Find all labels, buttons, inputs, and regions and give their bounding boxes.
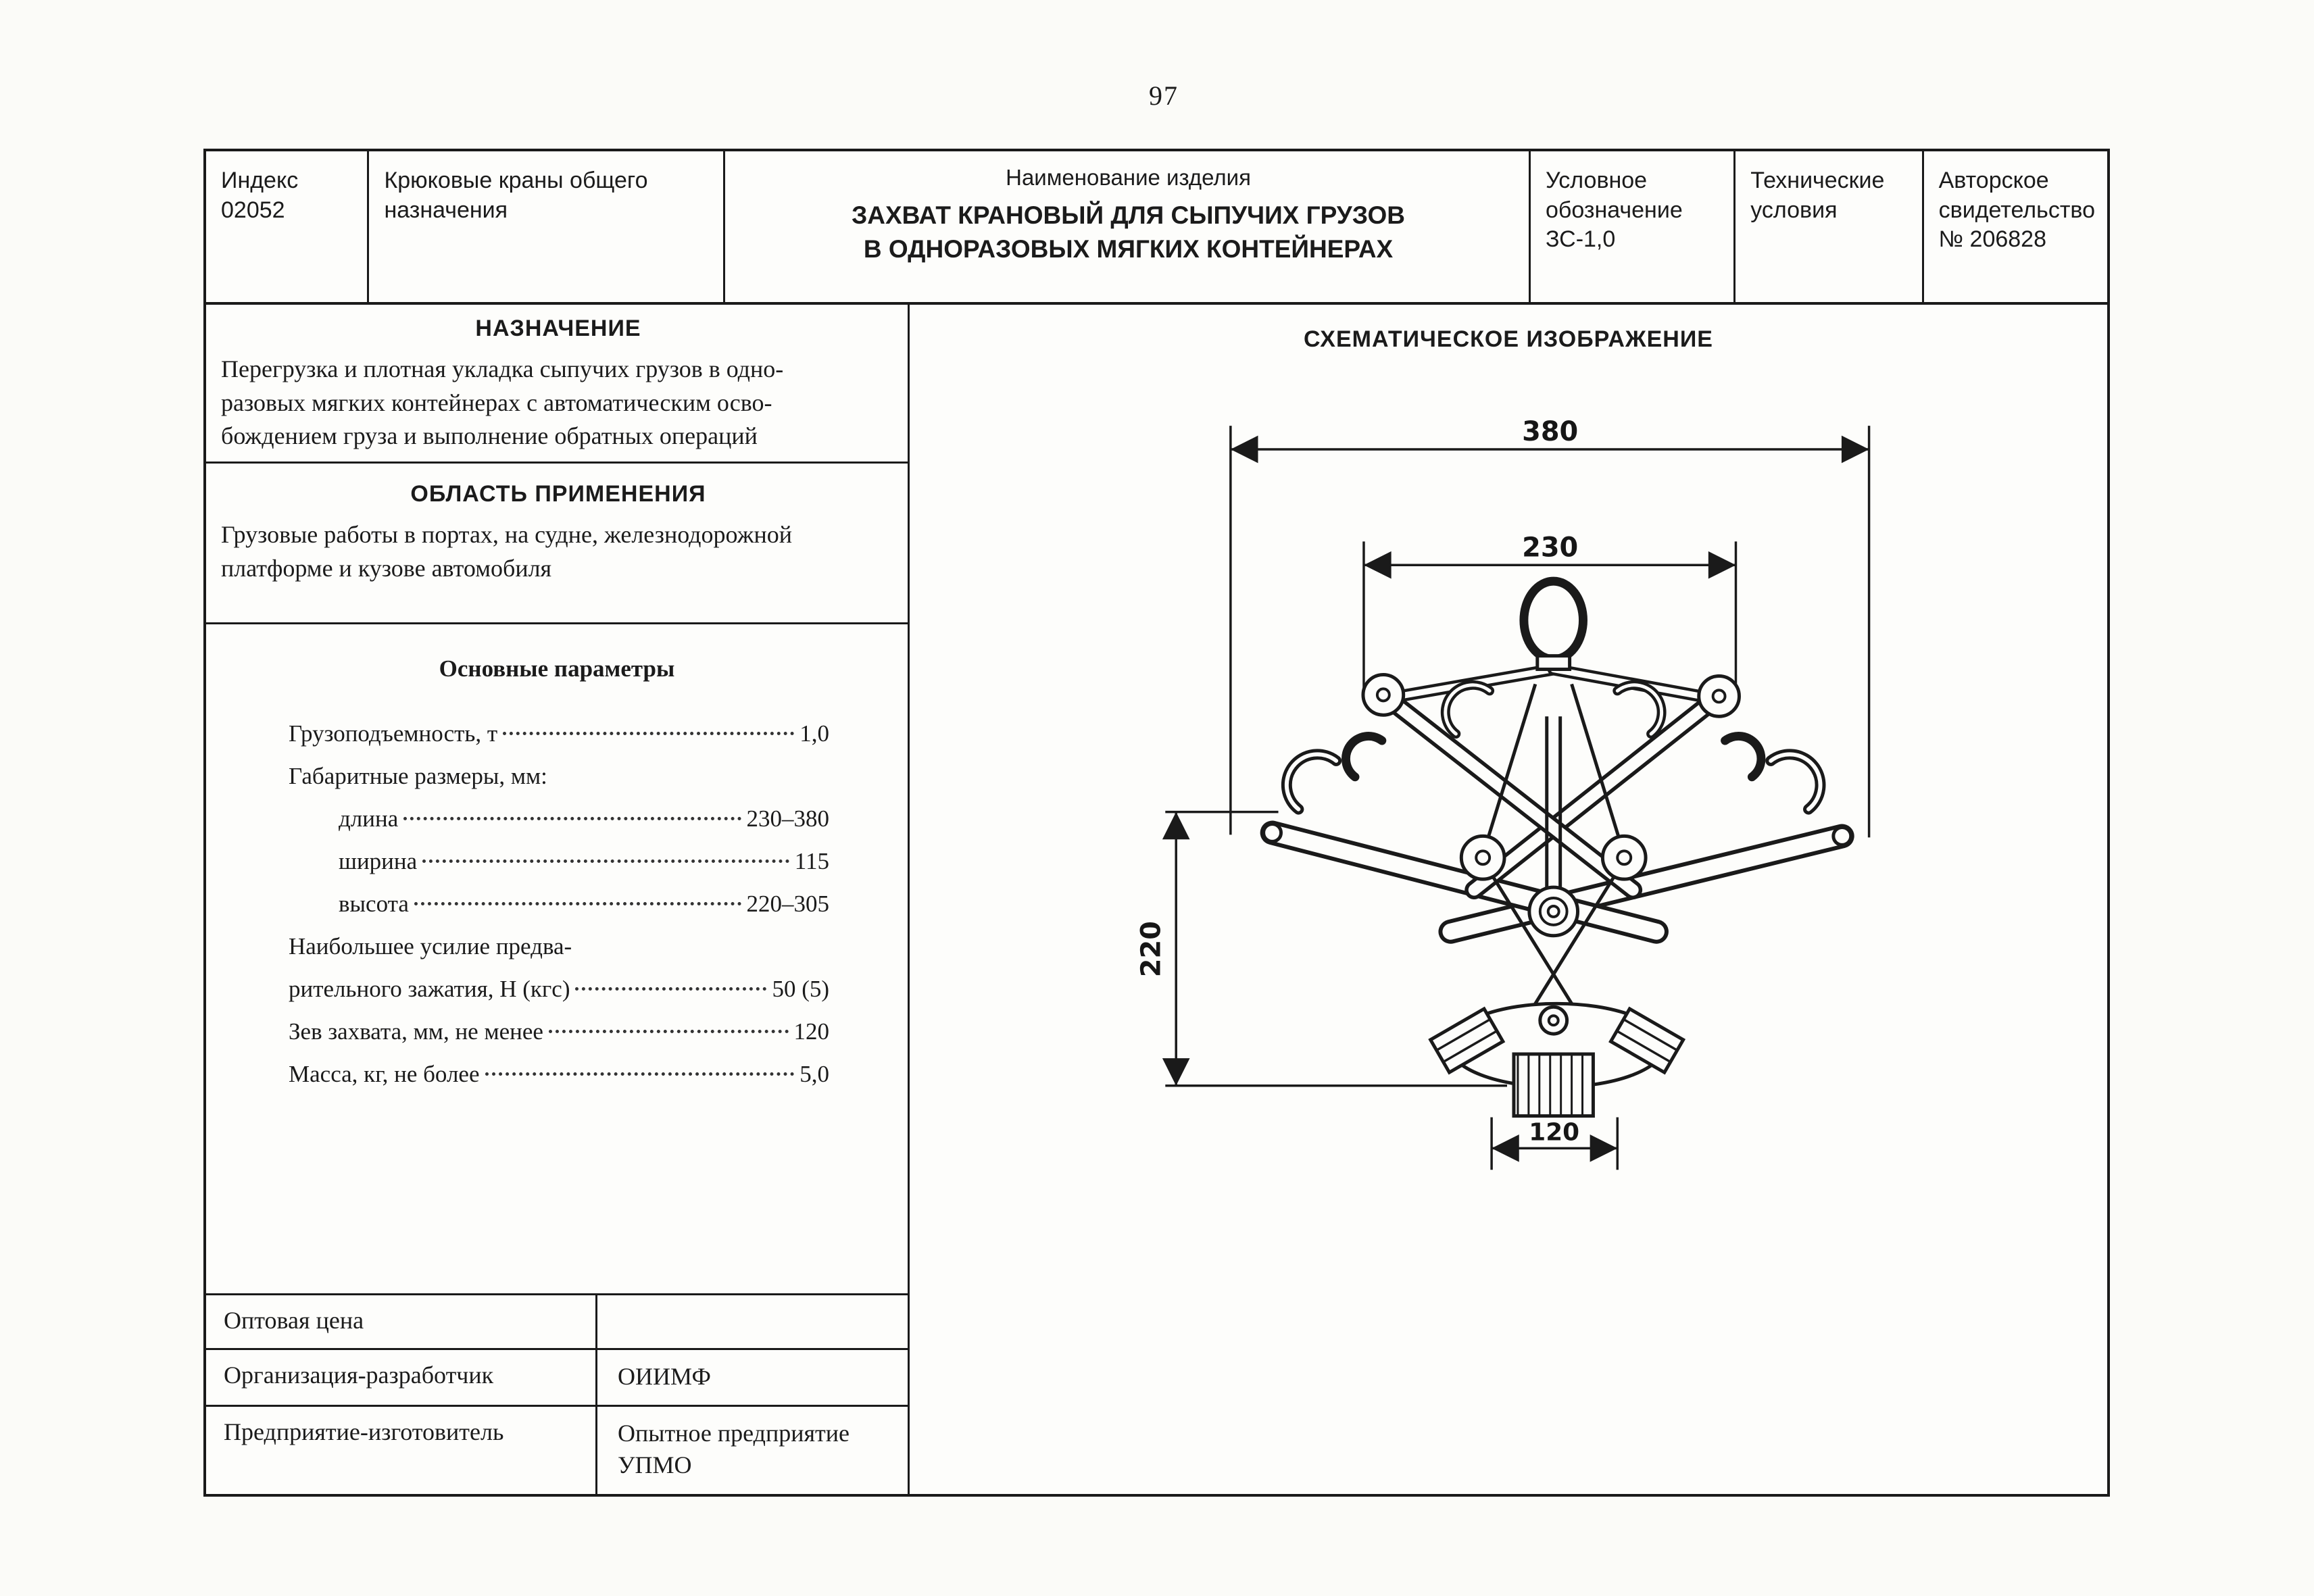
header-designation-cell: Условное обозначение ЗС-1,0 [1531, 151, 1736, 302]
parameter-row: Зев захвата, мм, не менее 120 [289, 1018, 829, 1045]
sheet-body: НАЗНАЧЕНИЕ Перегрузка и плотная укладка … [206, 305, 2107, 1494]
product-name: ЗАХВАТ КРАНОВЫЙ ДЛЯ СЫПУЧИХ ГРУЗОВ В ОДН… [852, 201, 1406, 264]
product-name-label: Наименование изделия [1006, 165, 1251, 190]
parameter-row: Габаритные размеры, мм: [289, 763, 547, 789]
dot-leader [575, 987, 767, 991]
schematic-panel: СХЕМАТИЧЕСКОЕ ИЗОБРАЖЕНИЕ [910, 305, 2107, 1494]
designation-value: ЗС-1,0 [1545, 226, 1616, 253]
schematic-title: СХЕМАТИЧЕСКОЕ ИЗОБРАЖЕНИЕ [1304, 326, 1713, 352]
dot-leader [422, 859, 789, 863]
certificate-label: Авторское свидетельство [1938, 168, 2095, 223]
dot-leader [485, 1072, 795, 1076]
dim-jaw-width: 120 [1529, 1118, 1579, 1146]
parameter-row: Масса, кг, не более 5,0 [289, 1061, 829, 1087]
header-tech-conditions-cell: Технические условия [1736, 151, 1924, 302]
header-product-cell: Наименование изделия ЗАХВАТ КРАНОВЫЙ ДЛЯ… [725, 151, 1531, 302]
header-index-cell: Индекс 02052 [206, 151, 370, 302]
index-value: 02052 [221, 197, 285, 223]
parameter-row: высота 220–305 [339, 891, 829, 917]
ring-links [1385, 663, 1722, 705]
parameter-row: Грузоподъемность, т 1,0 [289, 720, 829, 747]
dimension-labels: 380 230 220 120 [1135, 416, 1579, 1146]
purpose-title: НАЗНАЧЕНИЕ [475, 316, 641, 341]
inner-linkage [1481, 683, 1626, 1051]
designation-label: Условное обозначение [1545, 168, 1683, 223]
wholesale-price-value [597, 1295, 908, 1348]
developer-label: Организация-разработчик [206, 1350, 597, 1405]
dot-leader [548, 1030, 789, 1033]
parameters-list: Грузоподъемность, т 1,0 Габаритные разме… [289, 720, 829, 1103]
application-title: ОБЛАСТЬ ПРИМЕНЕНИЯ [410, 481, 706, 507]
gripper-pad [1512, 1052, 1595, 1118]
application-section: ОБЛАСТЬ ПРИМЕНЕНИЯ Грузовые работы в пор… [206, 464, 908, 624]
dim-overall-width: 380 [1522, 416, 1578, 447]
grab-upper-arms [1373, 685, 1729, 899]
certificate-value: № 206828 [1938, 226, 2046, 253]
dimension-lines [1162, 426, 1871, 1170]
purpose-section: НАЗНАЧЕНИЕ Перегрузка и плотная укладка … [206, 305, 908, 464]
developer-value: ОИИМФ [618, 1363, 711, 1390]
spec-sheet: Индекс 02052 Крюковые краны общего назна… [203, 149, 2110, 1497]
lifting-ring [1519, 576, 1587, 672]
parameters-section: Основные параметры Грузоподъемность, т 1… [206, 624, 908, 1293]
dot-leader [403, 817, 741, 820]
application-text: Грузовые работы в портах, на судне, желе… [221, 521, 792, 582]
schematic-drawing: 380 230 220 120 [1135, 416, 1871, 1170]
hook-claws [1281, 680, 1826, 815]
left-column: НАЗНАЧЕНИЕ Перегрузка и плотная укладка … [206, 305, 910, 1494]
dim-inner-width: 230 [1522, 532, 1578, 563]
parameter-row: Наибольшее усилие предва- [289, 933, 572, 959]
parameters-title: Основные параметры [439, 655, 675, 682]
table-row: Предприятие-изготовитель Опытное предпри… [206, 1405, 908, 1494]
manufacturer-value: Опытное предприятие УПМО [618, 1420, 850, 1478]
table-row: Оптовая цена [206, 1293, 908, 1348]
bolt-block-left [1428, 1006, 1506, 1075]
clamp-assembly [1428, 1001, 1686, 1118]
header-category-cell: Крюковые краны общего назначения [369, 151, 726, 302]
index-label: Индекс [221, 168, 299, 193]
header-certificate-cell: Авторское свидетельство № 206828 [1924, 151, 2107, 302]
dot-leader [503, 732, 795, 735]
table-row: Организация-разработчик ОИИМФ [206, 1348, 908, 1405]
dim-height: 220 [1135, 921, 1166, 977]
header-row: Индекс 02052 Крюковые краны общего назна… [206, 151, 2107, 305]
purpose-text: Перегрузка и плотная укладка сыпучих гру… [221, 355, 784, 450]
pivot-joints [1262, 673, 1853, 1036]
dot-leader [414, 902, 741, 905]
bolt-block-right [1608, 1006, 1686, 1075]
parameter-row: рительного зажатия, Н (кгс) 50 (5) [289, 976, 829, 1002]
parameter-row: ширина 115 [339, 848, 829, 874]
wholesale-price-label: Оптовая цена [206, 1295, 597, 1348]
page-number: 97 [1149, 80, 1179, 111]
footer-table: Оптовая цена Организация-разработчик ОИИ… [206, 1293, 908, 1494]
manufacturer-label: Предприятие-изготовитель [206, 1407, 597, 1494]
parameter-row: длина 230–380 [339, 805, 829, 832]
